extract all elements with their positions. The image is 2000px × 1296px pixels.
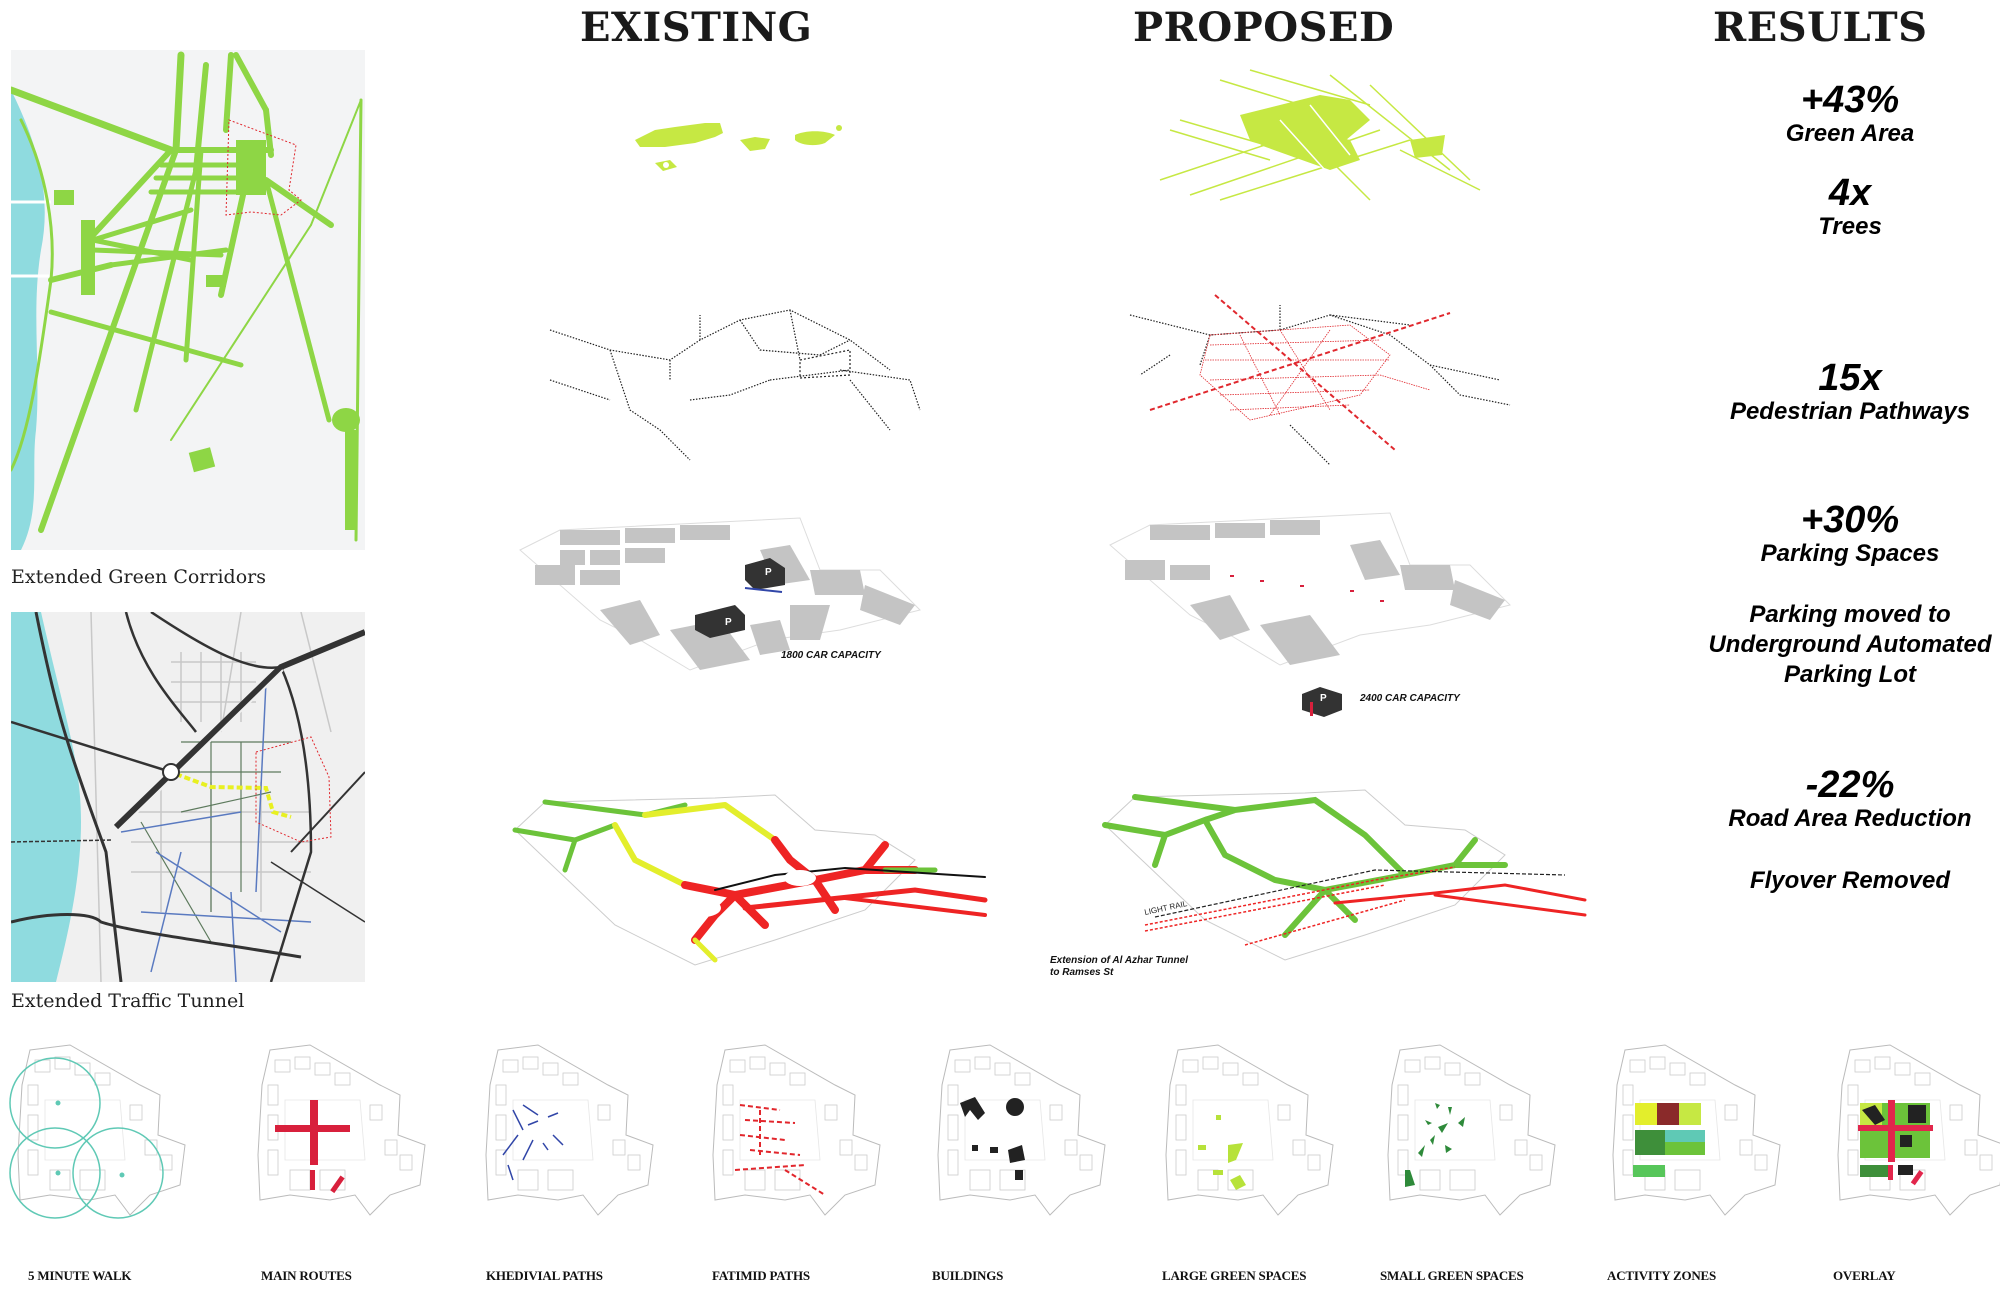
green-corridors-caption: Extended Green Corridors <box>11 566 266 588</box>
proposed-green-area-diagram <box>1159 69 1481 201</box>
existing-parking-diagram: P P <box>519 517 921 671</box>
parking-icon-2: P <box>725 617 732 628</box>
tunnel-extension-line1: Extension of Al Azhar Tunnel <box>1050 955 1188 966</box>
layer-large-green-spaces <box>1165 1044 1334 1216</box>
tunnel-extension-line2: to Ramses St <box>1050 967 1114 978</box>
layer-label-large-green-spaces: LARGE GREEN SPACES <box>1162 1268 1307 1283</box>
traffic-tunnel-map <box>11 612 365 982</box>
result-label: Green Area <box>1785 120 1915 147</box>
layer-label-khedivial-paths: KHEDIVIAL PATHS <box>486 1268 603 1283</box>
existing-traffic-diagram <box>512 794 988 966</box>
result-label: Trees <box>1818 213 1882 240</box>
traffic-tunnel-caption: Extended Traffic Tunnel <box>11 990 245 1012</box>
result-pedestrian: 15x Pedestrian Pathways <box>1700 358 2000 426</box>
layer-label-fatimid-paths: FATIMID PATHS <box>712 1268 810 1283</box>
layer-5-minute-walk <box>9 1044 186 1219</box>
result-flyover: Flyover Removed <box>1700 866 2000 896</box>
note-line: Underground Automated <box>1708 631 1992 658</box>
layer-overlay <box>1837 1044 2000 1216</box>
result-parking: +30% Parking Spaces <box>1700 500 2000 568</box>
parking-garage-icon <box>695 558 785 638</box>
underground-parking-icon: P <box>1302 687 1342 717</box>
layer-small-green-spaces <box>1387 1044 1556 1216</box>
proposed-header: PROPOSED <box>1133 4 1395 51</box>
layer-khedivial-paths <box>485 1044 654 1216</box>
result-label: Parking Spaces <box>1760 540 1940 567</box>
result-road-area: -22% Road Area Reduction <box>1700 765 2000 833</box>
layer-label-small-green-spaces: SMALL GREEN SPACES <box>1380 1268 1524 1283</box>
layer-main-routes <box>257 1044 426 1216</box>
light-rail-label: LIGHT RAIL <box>1144 899 1189 917</box>
result-value: +43% <box>1800 79 1900 121</box>
result-value: -22% <box>1805 764 1895 806</box>
result-value: 15x <box>1818 357 1882 399</box>
layer-label-5-minute-walk: 5 MINUTE WALK <box>28 1268 132 1283</box>
note-line: Parking moved to <box>1749 601 1951 628</box>
layer-label-buildings: BUILDINGS <box>932 1268 1004 1283</box>
layer-fatimid-paths <box>712 1044 881 1216</box>
results-header: RESULTS <box>1713 4 1928 51</box>
layer-buildings <box>937 1044 1106 1216</box>
result-trees: 4x Trees <box>1700 173 2000 241</box>
note-line: Parking Lot <box>1783 661 1916 688</box>
layer-label-activity-zones: ACTIVITY ZONES <box>1607 1268 1717 1283</box>
layer-activity-zones <box>1612 1044 1781 1216</box>
result-label: Road Area Reduction <box>1728 805 1972 832</box>
result-green-area: +43% Green Area <box>1700 80 2000 148</box>
existing-header: EXISTING <box>580 4 813 51</box>
note-line: Flyover Removed <box>1749 867 1951 894</box>
existing-green-area-diagram <box>635 123 842 171</box>
layer-label-main-routes: MAIN ROUTES <box>261 1268 352 1283</box>
proposed-traffic-diagram: LIGHT RAIL <box>1102 789 1587 961</box>
result-label: Pedestrian Pathways <box>1729 398 1971 425</box>
existing-pedestrian-diagram <box>549 309 921 461</box>
parking-icon-1: P <box>765 567 772 578</box>
proposed-pedestrian-diagram <box>1129 294 1511 466</box>
existing-capacity-label: 1800 CAR CAPACITY <box>781 650 881 661</box>
proposed-capacity-label: 2400 CAR CAPACITY <box>1360 693 1460 704</box>
green-corridors-map <box>11 50 365 550</box>
result-value: +30% <box>1800 499 1900 541</box>
tunnel-extension-label: Extension of Al Azhar Tunnel to Ramses S… <box>1050 955 1188 979</box>
parking-icon-3: P <box>1320 693 1327 704</box>
result-parking-note: Parking moved to Underground Automated P… <box>1700 600 2000 690</box>
layer-label-overlay: OVERLAY <box>1833 1268 1896 1283</box>
proposed-parking-diagram <box>1109 512 1511 666</box>
result-value: 4x <box>1828 172 1872 214</box>
